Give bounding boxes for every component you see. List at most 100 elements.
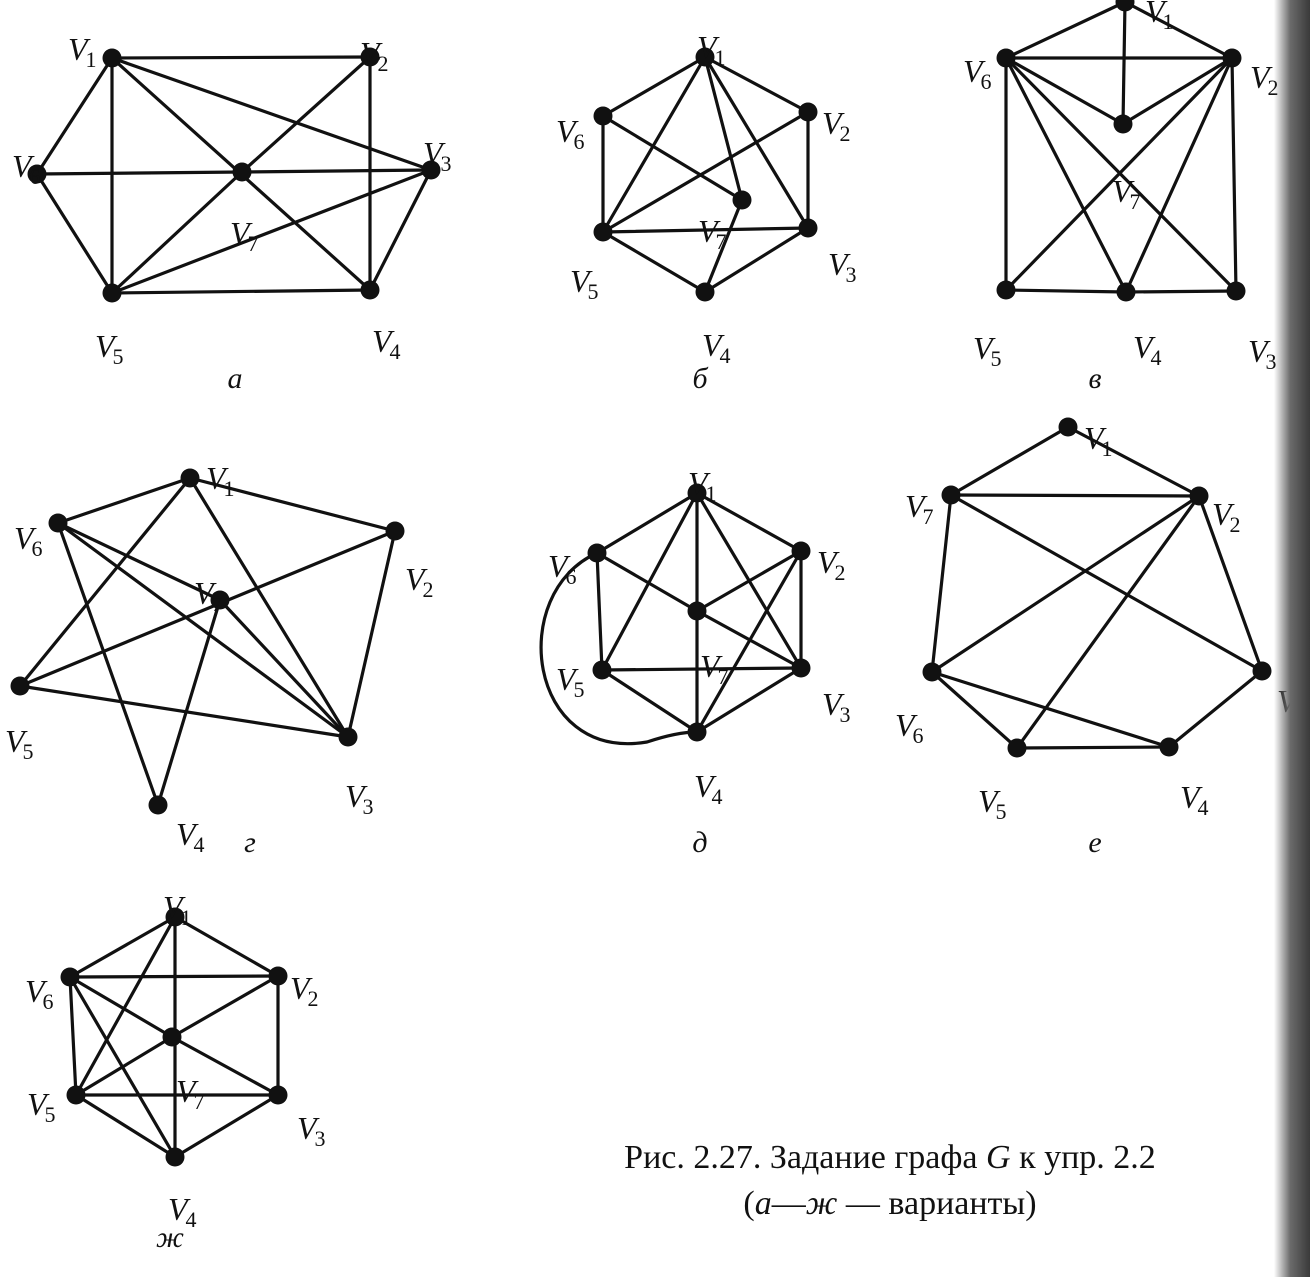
caption-variants-word: варианты) [888,1184,1037,1222]
edge-v7-v2 [1121,56,1234,126]
edge-v7-v2 [949,493,1201,498]
vertex-v4 [687,722,707,742]
edge-v1-v2 [110,55,372,60]
edge-v5-v3 [600,666,803,672]
edge-v6-v7 [56,521,222,602]
edge-v7-v3 [240,168,433,174]
vertex-v7 [687,601,707,621]
edge-v1-v2 [1123,0,1234,60]
vertex-label-v2: V2 [822,105,851,146]
edge-v6-v7 [595,551,699,613]
edge-v1-v6 [601,55,707,118]
vertex-v2 [360,47,380,67]
vertex-label-v4: V4 [372,323,401,364]
graph-panel-e: V1V2VV4V5V6V7е [895,417,1300,859]
vertex-label-v3: V3 [345,778,374,819]
vertex-label-v3: V3 [822,686,851,727]
edge-v2-v5 [601,110,810,234]
vertex-v6 [587,543,607,563]
vertex-v6 [60,967,80,987]
vertex-v7 [162,1027,182,1047]
vertex-label-v5: V5 [5,723,34,764]
edge-v1-v5 [600,491,699,672]
vertex-v5 [996,280,1016,300]
vertex-label-v4: V4 [694,768,723,809]
edge-v5-v4 [1004,288,1128,294]
edge-v5-v4 [1015,745,1171,750]
edge-v2-v7 [240,55,372,174]
edge-v6-v5 [930,670,1019,750]
edge-v1-v3 [188,476,350,739]
edge-v1-v2 [695,491,803,553]
vertex-v3 [421,160,441,180]
edge-v1-v7 [703,55,744,202]
edge-v4-v3 [1124,289,1238,294]
edge-v3-v5 [110,168,433,295]
vertex-v7 [1113,114,1133,134]
vertex-label-v2: V2 [1250,59,1279,100]
edge-v5-v4 [74,1093,177,1159]
edge-v6-v5 [595,551,604,672]
vertex-v6 [27,164,47,184]
vertex-v5 [1007,738,1027,758]
vertex-v2 [385,521,405,541]
edge-v2-v5 [1015,494,1201,750]
edge-v7-v3 [218,598,350,739]
vertex-label-v4: V4 [168,1191,197,1232]
vertex-label-v6: V6 [548,548,577,589]
edge-v1-v2 [1066,425,1201,498]
vertex-label-v2: V2 [405,561,434,602]
edge-v6-v7 [68,975,174,1039]
edge-v2-v4 [695,549,803,734]
vertex-label-v2: V2 [360,35,389,76]
caption-exercise-ref: к упр. 2.2 [1010,1139,1156,1176]
vertex-v4 [1116,282,1136,302]
vertex-v5 [593,222,613,242]
vertex-v3 [1226,281,1246,301]
edge-v2-v5 [1004,56,1234,292]
edge-v6-v4 [930,670,1171,749]
vertex-v7 [732,190,752,210]
edge-v1-v2 [703,55,810,114]
vertex-label-v1: V1 [1145,0,1174,34]
panel-letter-a: а [228,362,243,395]
vertex-v7 [210,590,230,610]
vertex-label-v7: V7 [905,488,934,529]
vertex-label-v4: V4 [702,327,731,368]
vertex-v1 [180,468,200,488]
edge-v1-v3 [110,56,433,172]
vertex-v3 [798,218,818,238]
caption-line-2: (а—ж — варианты) [520,1181,1260,1227]
vertex-label-v1: V1 [163,889,192,930]
edge-v6-v5 [68,975,78,1097]
vertex-label-v6: V6 [556,113,585,154]
vertex-v1 [102,48,122,68]
edge-v1-v5 [74,915,177,1097]
vertex-label-v1: V1 [206,460,235,501]
edge-v1-v6 [68,915,177,979]
vertex-v5 [66,1085,86,1105]
vertex-v6 [996,48,1016,68]
caption-variant-last: ж [805,1184,838,1222]
edge-v5-v7 [110,170,244,295]
vertex-label-v5: V5 [27,1086,56,1127]
vertex-v1 [1115,0,1135,12]
vertex-label-v3: V3 [828,246,857,287]
panel-letter-g: г [244,826,256,859]
vertex-v5 [592,660,612,680]
edge-v7-v3 [695,609,803,670]
vertex-label-v6: V6 [963,53,992,94]
vertex-v6 [593,106,613,126]
vertex-v3 [268,1085,288,1105]
vertex-v1 [687,483,707,503]
vertex-label-v7: V7 [1112,173,1141,214]
vertex-label-v5: V5 [570,263,599,304]
edge-v7-v3 [949,493,1264,673]
edge-v1-v7 [1121,0,1127,126]
edge-v4-v5 [601,230,707,294]
edge-v1-v7 [949,425,1070,497]
caption-line-1: Рис. 2.27. Задание графа G к упр. 2.2 [520,1135,1260,1181]
vertex-label-v4: V4 [176,816,205,857]
vertex-v5 [102,283,122,303]
